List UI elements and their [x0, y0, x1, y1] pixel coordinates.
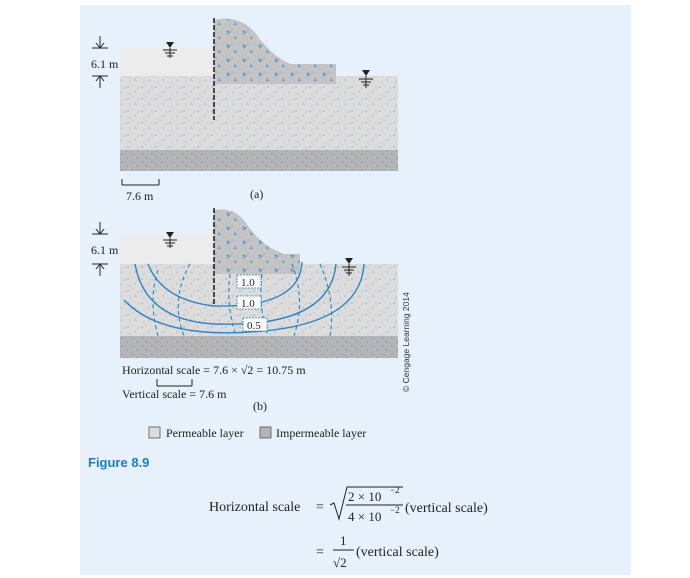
contour-box-3 [242, 317, 268, 332]
fraction-2-denominator: √2 [333, 555, 347, 570]
caption-b: (b) [253, 399, 267, 413]
scale-equation: Horizontal scale = 2 × 10 −2 4 × 10 −2 (… [209, 485, 488, 570]
contour-label-1: 1.0 [241, 277, 255, 289]
width-label-a: 7.6 m [126, 189, 154, 203]
equation-equals-1: = [316, 500, 324, 515]
contour-label-2: 1.0 [241, 298, 255, 310]
denominator-exponent: −2 [390, 505, 400, 515]
sqrt-sign [329, 486, 403, 521]
water-level-upstream-icon [163, 232, 177, 248]
water-level-upstream-icon [163, 42, 177, 58]
contour-box-2 [236, 295, 262, 310]
copyright-text: © Cengage Learning 2014 [401, 292, 411, 392]
upstream-water [120, 234, 214, 264]
dam-body [214, 209, 300, 274]
numerator-exponent: −2 [390, 485, 400, 495]
vertical-scale-label: Vertical scale = 7.6 m [122, 387, 227, 401]
contour-label-3: 0.5 [247, 320, 261, 332]
legend-swatch-impermeable [259, 426, 272, 439]
width-dimension-a [121, 179, 160, 186]
legend-impermeable-label: Impermeable layer [276, 426, 366, 440]
legend-swatch-permeable [148, 426, 161, 439]
water-level-downstream-icon [359, 70, 373, 88]
horizontal-scale-label: Horizontal scale = 7.6 × √2 = 10.75 m [122, 363, 306, 377]
diagram-b: 1.0 1.0 0.5 6.1 m Horizontal scale = 7.6 [91, 208, 398, 413]
equation-suffix-2: (vertical scale) [356, 545, 439, 560]
water-level-downstream-icon [342, 258, 356, 276]
height-dimension-a [92, 36, 108, 88]
height-label-a: 6.1 m [91, 57, 119, 71]
impermeable-layer [120, 150, 398, 171]
legend-permeable-label: Permeable layer [166, 426, 244, 440]
caption-a: (a) [250, 187, 263, 201]
flow-lines [123, 261, 365, 334]
fraction-2-numerator: 1 [340, 533, 347, 548]
scale-bar [156, 379, 193, 387]
equation-lhs: Horizontal scale [209, 500, 300, 515]
equation-suffix-1: (vertical scale) [405, 501, 488, 516]
legend: Permeable layer Impermeable layer [148, 426, 366, 440]
contour-box-1 [236, 274, 262, 289]
equipotential-lines [152, 263, 333, 337]
equation-equals-2: = [316, 545, 324, 560]
figure-label: Figure 8.9 [88, 455, 149, 470]
impermeable-layer [120, 336, 398, 358]
height-label-b: 6.1 m [91, 243, 119, 257]
dam-body [214, 18, 336, 84]
height-dimension-b [92, 222, 108, 276]
numerator: 2 × 10 [348, 489, 381, 504]
upstream-water [120, 48, 214, 76]
permeable-soil [120, 76, 398, 150]
diagram-a: 6.1 m 7.6 m (a) [91, 18, 398, 203]
denominator: 4 × 10 [348, 509, 381, 524]
